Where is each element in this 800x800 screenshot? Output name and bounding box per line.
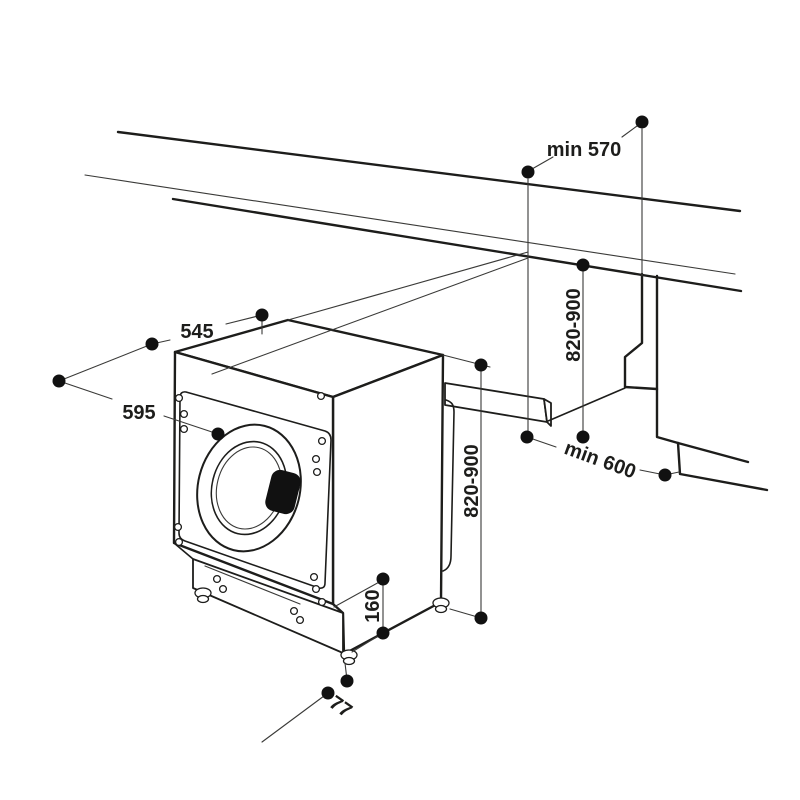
dim-label-niche-height-820-900: 820-900 <box>563 288 585 361</box>
dimension-dot <box>474 611 488 625</box>
dim-leader <box>531 156 554 170</box>
screw <box>316 391 326 401</box>
rail-end-cap <box>543 398 552 427</box>
construction-lines <box>211 128 643 438</box>
dimension-dot <box>340 674 354 688</box>
screw <box>317 436 327 446</box>
screw <box>179 409 189 419</box>
dimension-dot <box>635 115 649 129</box>
plinth-inner-line <box>204 565 301 605</box>
side-panel-inset-line <box>442 399 455 572</box>
adjustable-foot <box>342 656 356 666</box>
dim-label-160: 160 <box>362 589 384 622</box>
dimension-dot <box>321 686 335 700</box>
cabinet-plinth-rail <box>676 441 769 492</box>
washing-machine <box>172 318 455 666</box>
screw <box>309 572 319 582</box>
front-panel-screws <box>173 391 327 607</box>
dim-leader <box>621 125 638 138</box>
adjustable-foot <box>196 594 210 604</box>
dimension-dot <box>521 165 535 179</box>
dim-leader <box>261 692 329 743</box>
dim-label-machine-height-820-900: 820-900 <box>461 444 483 517</box>
dim-label-545: 545 <box>180 321 213 343</box>
dimension-foot-height: 77 <box>261 662 356 743</box>
adjustable-foot <box>434 604 448 614</box>
dim-line <box>58 380 113 400</box>
dimension-dot <box>576 430 590 444</box>
dimension-top-depth: 545 <box>58 308 269 382</box>
dim-connector <box>58 343 153 382</box>
dimension-niche-height: 820-900 <box>563 258 590 444</box>
dimension-plinth-height: 160 <box>333 572 390 653</box>
worktop-underside-front-edge <box>171 197 743 293</box>
worktop-top-edge <box>116 130 742 213</box>
dimension-dot <box>376 572 390 586</box>
dim-line <box>163 415 219 435</box>
dim-leader <box>333 579 384 608</box>
dim-label-595: 595 <box>122 402 155 424</box>
screw <box>173 522 183 532</box>
screw <box>311 454 321 464</box>
dimension-dot <box>474 358 488 372</box>
plinth-screw <box>218 584 228 594</box>
machine-front-face <box>172 350 335 606</box>
dimension-dot <box>211 427 225 441</box>
rail-face <box>444 382 548 423</box>
plinth-step-edge <box>173 542 194 560</box>
plinth-screw <box>289 606 299 616</box>
niche-floor-back-edge <box>547 387 626 422</box>
niche-side-rail <box>444 382 626 427</box>
projection-line-top-front <box>211 257 529 375</box>
dim-label-min-570: min 570 <box>547 139 621 161</box>
screw <box>174 393 184 403</box>
screw <box>312 467 322 477</box>
dimension-machine-width: 595 <box>52 374 225 441</box>
door-outer-ring <box>196 423 302 553</box>
dim-label-min-600: min 600 <box>561 437 639 483</box>
dimension-dot <box>576 258 590 272</box>
cabinet-near-panel-profile <box>623 272 659 391</box>
machine-side-face <box>331 353 445 656</box>
cabinet-panels <box>623 272 769 492</box>
cabinet-far-panel-profile <box>655 274 750 464</box>
screw <box>179 424 189 434</box>
dimension-dot <box>145 337 159 351</box>
dimension-dot <box>255 308 269 322</box>
dimension-dot <box>52 374 66 388</box>
plinth-screw <box>212 574 222 584</box>
screw <box>317 597 327 607</box>
dimension-machine-height: 820-900 <box>442 354 491 625</box>
dimension-worktop-min-depth: min 570 <box>521 115 649 179</box>
worktop-lines <box>84 130 743 293</box>
screw <box>311 584 321 594</box>
adjustable-feet <box>194 587 450 666</box>
screw <box>174 537 184 547</box>
dimension-dot <box>376 626 390 640</box>
dimension-base-min-depth: min 600 <box>520 430 680 483</box>
worktop-underside-back-edge <box>84 174 736 275</box>
projection-line-top-rear <box>287 251 529 321</box>
dimension-dot <box>658 468 672 482</box>
plinth-screw <box>295 615 305 625</box>
machine-plinth <box>173 542 344 654</box>
door-handle <box>265 469 301 515</box>
dimension-dot <box>520 430 534 444</box>
